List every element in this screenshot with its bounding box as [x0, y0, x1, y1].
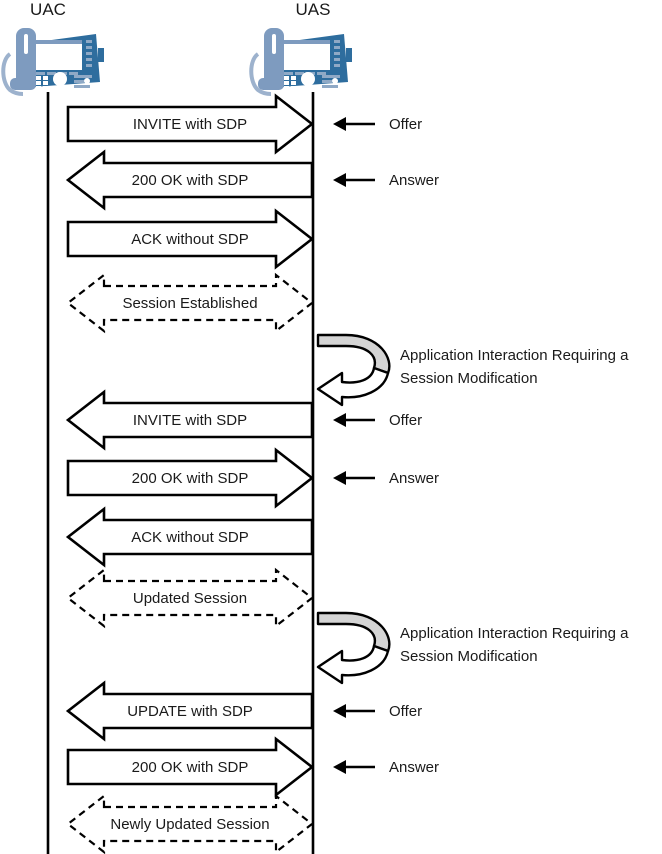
actor-icon-uac [1, 26, 104, 96]
note-line-2: Session Modification [400, 370, 538, 387]
message-arrow-solid [65, 680, 314, 742]
actor-label-uac: UAC [30, 0, 66, 19]
messages-layer: INVITE with SDP Offer 200 OK with SDP Answe… [65, 93, 439, 854]
message-label: Newly Updated Session [110, 816, 269, 833]
actor-label-uas: UAS [296, 0, 331, 19]
message-label: UPDATE with SDP [127, 703, 253, 720]
annotation-label: Offer [389, 703, 422, 720]
note-line-1: Application Interaction Requiring a [400, 625, 629, 642]
annotation-m9: Offer [333, 703, 422, 720]
actor-icon-uas [249, 26, 352, 96]
annotation-label: Answer [389, 759, 439, 776]
annotation-m5: Offer [333, 412, 422, 429]
message-m4[interactable]: Session Established [66, 272, 314, 334]
message-arrow-solid [65, 506, 314, 568]
message-arrow-solid [66, 447, 315, 509]
message-arrow-dashed [66, 567, 314, 629]
annotation-label: Answer [389, 470, 439, 487]
annotation-label: Offer [389, 116, 422, 133]
message-m8[interactable]: Updated Session [66, 567, 314, 629]
annotation-m10: Answer [333, 759, 439, 776]
annotation-label: Answer [389, 172, 439, 189]
message-label: ACK without SDP [131, 529, 249, 546]
message-label: Updated Session [133, 590, 247, 607]
message-arrow-solid [66, 208, 315, 270]
message-arrow-solid [66, 736, 315, 798]
message-m5[interactable]: INVITE with SDP [65, 389, 314, 451]
message-arrow-dashed [66, 272, 314, 334]
annotation-m6: Answer [333, 470, 439, 487]
message-label: Session Established [122, 295, 257, 312]
note-n2: Application Interaction Requiring a Sessi… [316, 611, 629, 685]
message-arrow-solid [65, 389, 314, 451]
message-label: INVITE with SDP [133, 116, 247, 133]
message-m1[interactable]: INVITE with SDP [66, 93, 315, 155]
annotation-arrowhead-icon [333, 413, 346, 427]
message-m6[interactable]: 200 OK with SDP [66, 447, 315, 509]
message-arrow-solid [66, 93, 315, 155]
loop-arrow-ribbon-icon [316, 333, 391, 375]
loop-arrow-head-icon [316, 644, 390, 685]
message-arrow-solid [65, 149, 314, 211]
note-line-2: Session Modification [400, 648, 538, 665]
annotation-m1: Offer [333, 116, 422, 133]
loop-arrow-head-icon [316, 366, 390, 407]
message-label: 200 OK with SDP [132, 759, 249, 776]
annotation-arrowhead-icon [333, 117, 346, 131]
loop-arrow-ribbon-icon [316, 611, 391, 653]
message-label: 200 OK with SDP [132, 172, 249, 189]
notes-layer: Application Interaction Requiring a Sessi… [316, 333, 629, 685]
message-m2[interactable]: 200 OK with SDP [65, 149, 314, 211]
message-label: INVITE with SDP [133, 412, 247, 429]
annotation-label: Offer [389, 412, 422, 429]
message-m9[interactable]: UPDATE with SDP [65, 680, 314, 742]
annotation-arrowhead-icon [333, 173, 346, 187]
annotation-arrowhead-icon [333, 471, 346, 485]
message-label: 200 OK with SDP [132, 470, 249, 487]
annotation-arrowhead-icon [333, 760, 346, 774]
message-label: ACK without SDP [131, 231, 249, 248]
annotation-m2: Answer [333, 172, 439, 189]
message-arrow-dashed [66, 793, 314, 854]
message-m7[interactable]: ACK without SDP [65, 506, 314, 568]
message-m11[interactable]: Newly Updated Session [66, 793, 314, 854]
message-m10[interactable]: 200 OK with SDP [66, 736, 315, 798]
message-m3[interactable]: ACK without SDP [66, 208, 315, 270]
note-line-1: Application Interaction Requiring a [400, 347, 629, 364]
annotation-arrowhead-icon [333, 704, 346, 718]
note-n1: Application Interaction Requiring a Sessi… [316, 333, 629, 407]
